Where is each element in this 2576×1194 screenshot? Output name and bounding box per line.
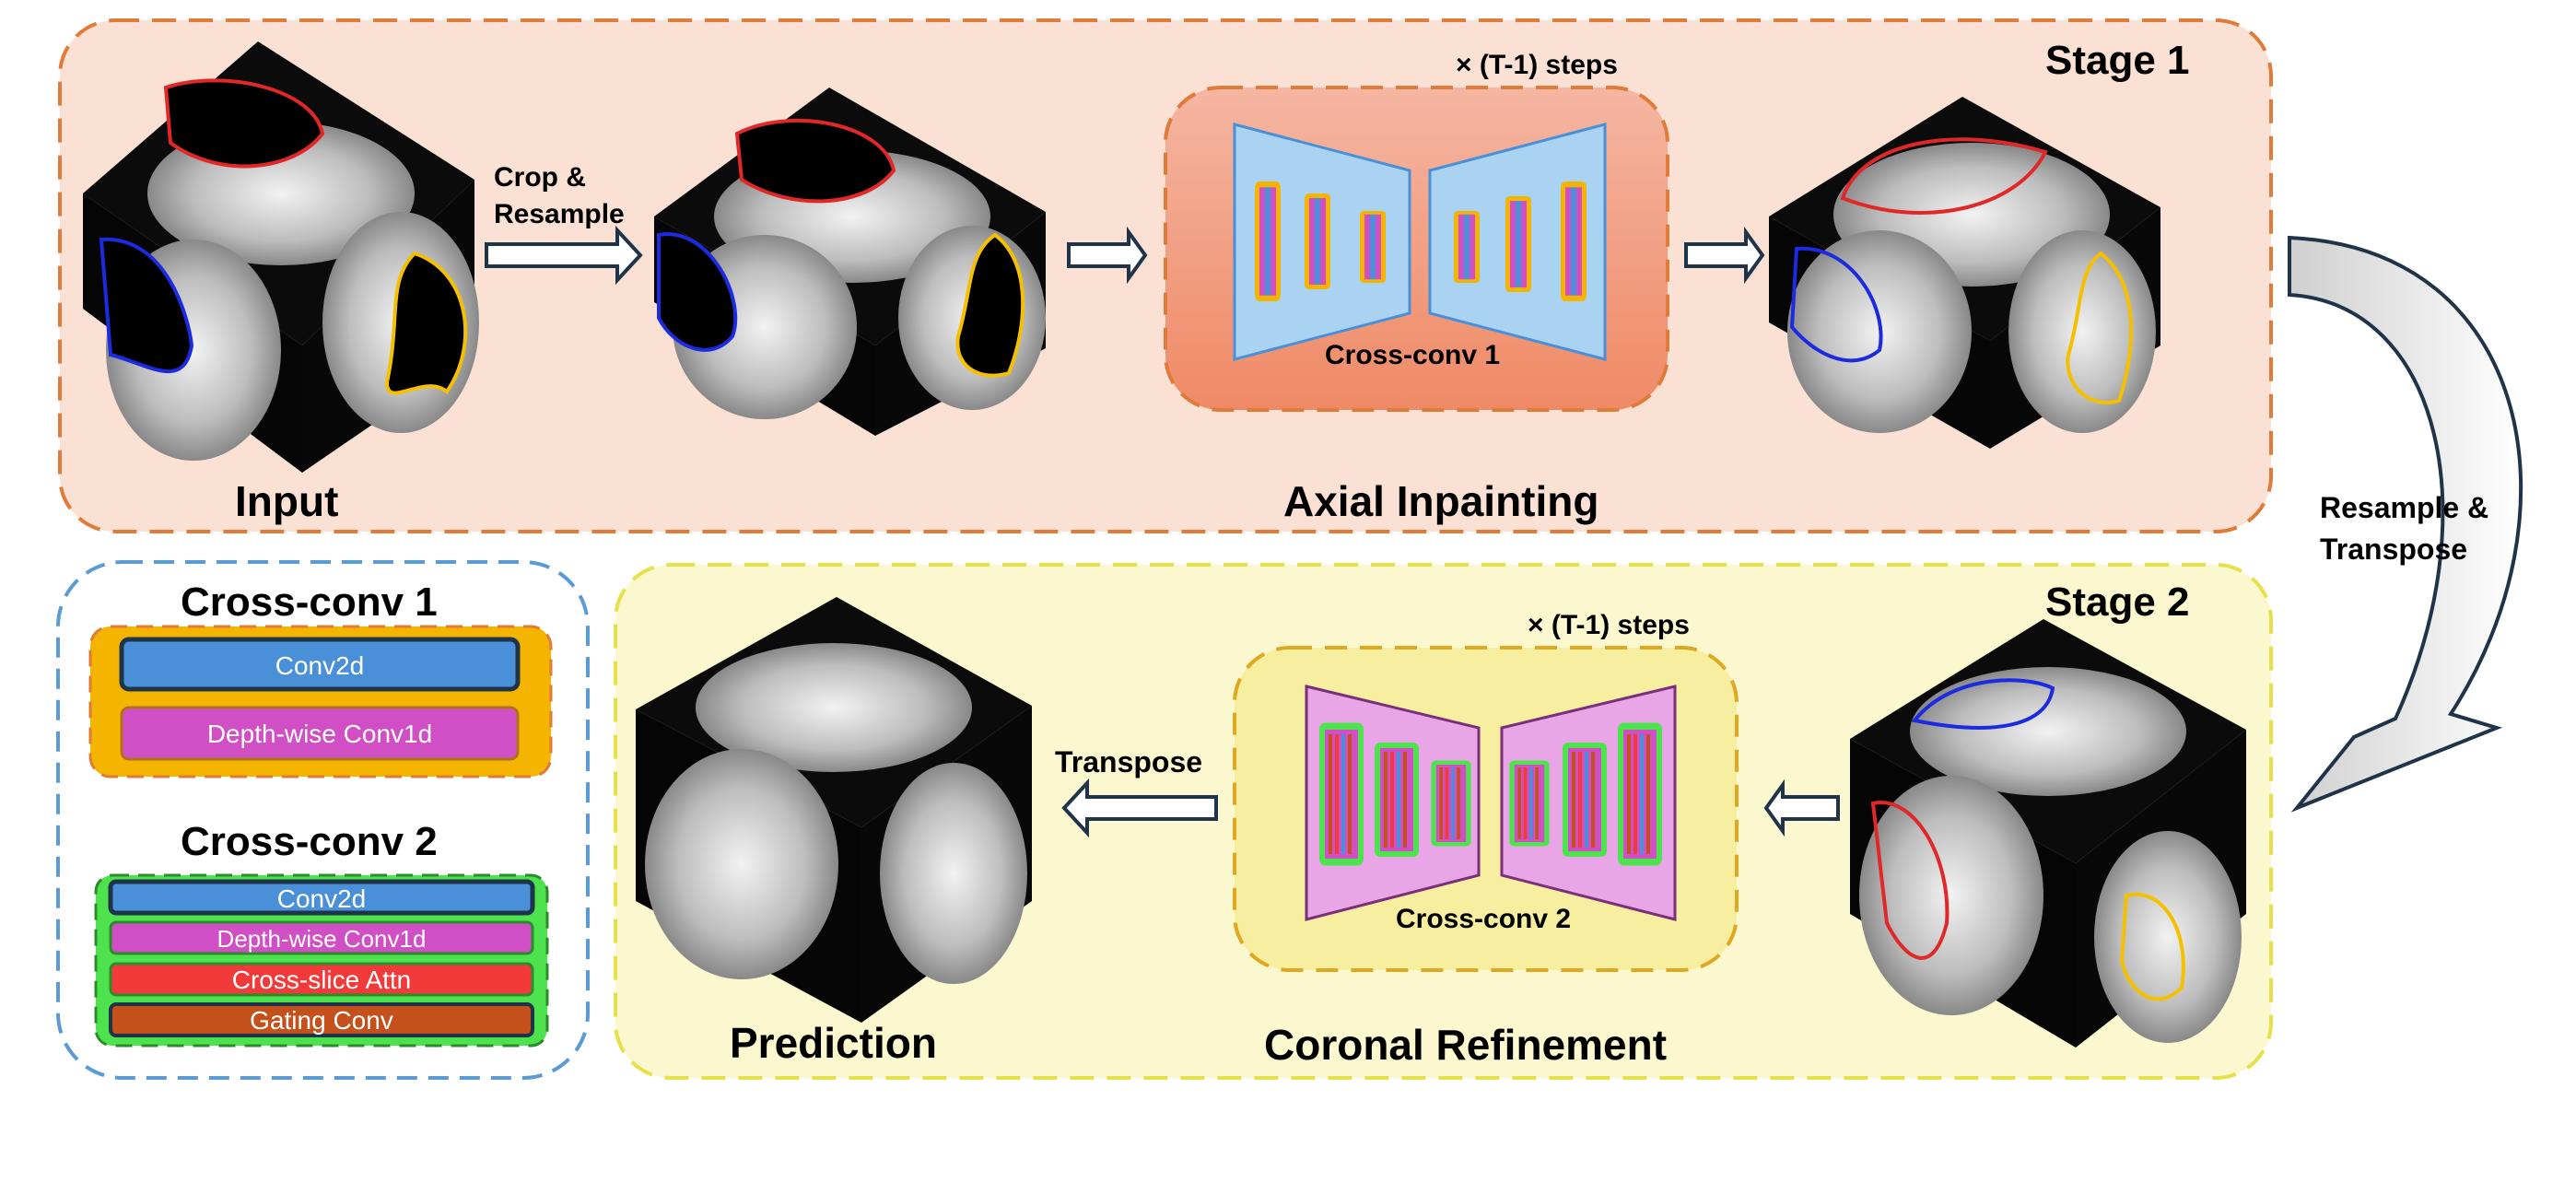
- arrow-to-crossconv2: [1763, 778, 1840, 837]
- blue-contour: [1911, 678, 2055, 730]
- input-label: Input: [235, 477, 338, 525]
- axial-inpainting-label: Axial Inpainting: [1283, 477, 1598, 525]
- yellow-contour: [2119, 892, 2185, 1001]
- blue-contour: [99, 237, 194, 374]
- coronal-refinement-label: Coronal Refinement: [1264, 1021, 1667, 1069]
- yellow-contour: [384, 251, 468, 395]
- axial-output-cube: [1769, 97, 2160, 449]
- crop-label-line2: Resample: [494, 199, 625, 229]
- crossconv1-module-label: Cross-conv 1: [1325, 340, 1500, 370]
- arrow-to-crossconv1: [1067, 226, 1148, 285]
- red-contour: [1840, 137, 2048, 215]
- legend-cc2-block-1-text: Conv2d: [277, 884, 367, 913]
- arrow-to-axial-output: [1684, 226, 1765, 285]
- legend-cc1-block-2-text: Depth-wise Conv1d: [207, 720, 432, 748]
- crossconv2-module-label: Cross-conv 2: [1396, 904, 1571, 934]
- arrow-crop: [485, 225, 643, 286]
- legend-cc2-block-2-text: Depth-wise Conv1d: [217, 925, 427, 953]
- curved-resample-arrow: [2288, 235, 2523, 813]
- legend-cc2-title: Cross-conv 2: [181, 819, 438, 864]
- transpose-label: Transpose: [1055, 745, 1202, 778]
- red-contour: [1870, 801, 1950, 960]
- yellow-contour: [2066, 251, 2134, 404]
- resample-label-line2: Transpose: [2320, 533, 2467, 566]
- stage1-steps-label: × (T-1) steps: [1456, 50, 1618, 80]
- coronal-input-cube: [1850, 619, 2246, 1048]
- yellow-contour: [955, 232, 1025, 378]
- legend-crossconv2: [94, 873, 549, 1048]
- stage1-title: Stage 1: [2045, 38, 2190, 83]
- prediction-label: Prediction: [730, 1019, 937, 1067]
- legend-depthwise-block: [120, 706, 520, 761]
- crossconv1-module: [1164, 86, 1669, 412]
- cropped-volume-cube: [654, 88, 1046, 436]
- input-volume-cube: [83, 41, 479, 473]
- stage2-steps-label: × (T-1) steps: [1528, 610, 1690, 640]
- resample-label-line1: Resample &: [2320, 491, 2488, 524]
- legend-conv2d-block: [119, 637, 521, 692]
- red-contour: [734, 118, 896, 204]
- blue-contour: [657, 232, 738, 352]
- legend-cc2-block-3-text: Cross-slice Attn: [232, 966, 412, 994]
- blue-contour: [1789, 246, 1883, 363]
- legend-attn-block: [109, 962, 534, 997]
- legend-cc2-block-4-text: Gating Conv: [250, 1006, 393, 1035]
- legend-gating-block: [109, 1002, 534, 1037]
- prediction-cube: [636, 597, 1032, 1023]
- crossconv2-module: [1233, 646, 1739, 972]
- stage2-title: Stage 2: [2045, 579, 2190, 625]
- crop-label-line1: Crop &: [494, 162, 586, 193]
- arrow-transpose: [1061, 778, 1218, 838]
- legend-cc1-title: Cross-conv 1: [181, 579, 438, 625]
- legend-depthwise-block: [109, 920, 534, 955]
- legend-cc1-block-1-text: Conv2d: [275, 651, 365, 680]
- legend-conv2d-block: [108, 879, 535, 916]
- red-contour: [163, 78, 325, 169]
- legend-crossconv1: [88, 625, 553, 778]
